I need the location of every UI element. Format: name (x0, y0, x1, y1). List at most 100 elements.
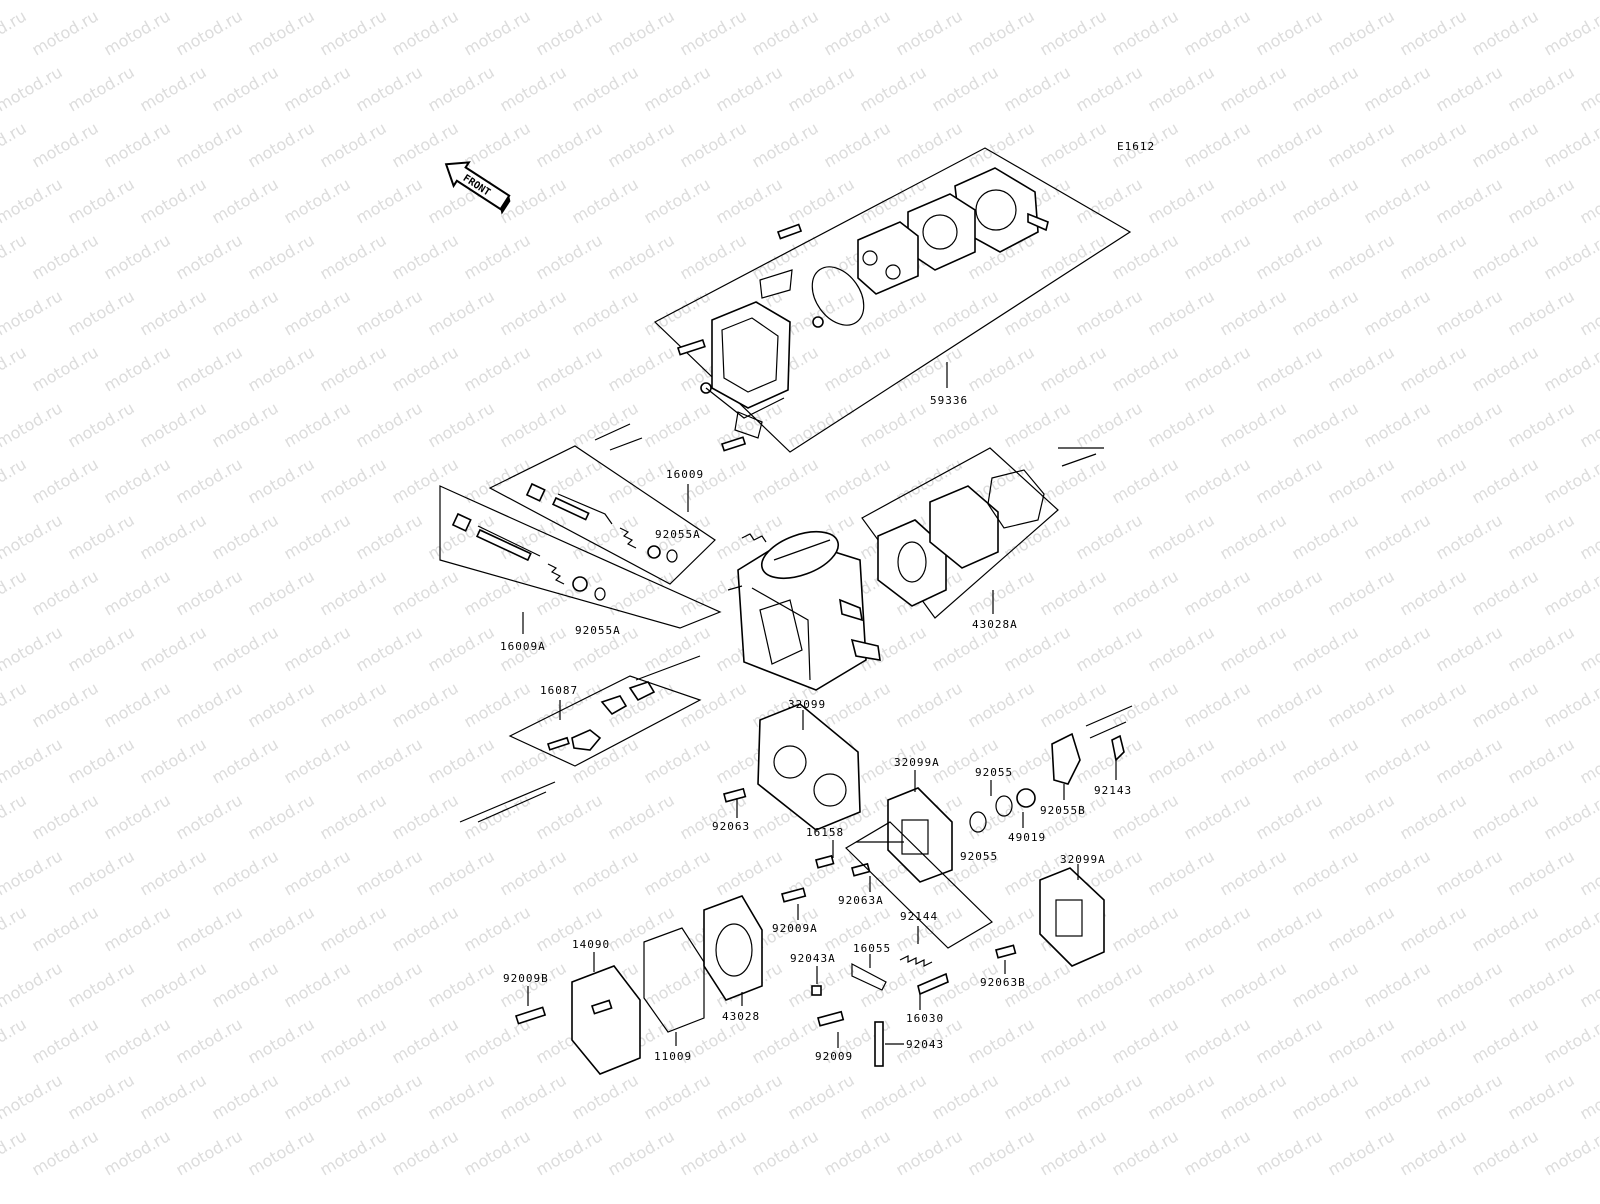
watermark-text: motod.ru (0, 62, 66, 115)
watermark-text: motod.ru (1397, 1014, 1470, 1067)
watermark-text: motod.ru (461, 566, 534, 619)
watermark-text: motod.ru (713, 174, 786, 227)
watermark-text: motod.ru (1037, 118, 1110, 171)
label-92055B: 92055B (1040, 804, 1086, 817)
watermark-text: motod.ru (1037, 1014, 1110, 1067)
watermark-text: motod.ru (1181, 790, 1254, 843)
watermark-text: motod.ru (1397, 678, 1470, 731)
watermark-text: motod.ru (0, 342, 30, 395)
watermark-text: motod.ru (29, 230, 102, 283)
watermark-text: motod.ru (65, 510, 138, 563)
watermark-text: motod.ru (1289, 734, 1362, 787)
watermark-text: motod.ru (1361, 286, 1434, 339)
label-32099: 32099 (788, 698, 826, 711)
watermark-text: motod.ru (173, 1126, 246, 1179)
watermark-text: motod.ru (461, 6, 534, 59)
watermark-text: motod.ru (569, 510, 642, 563)
label-49019: 49019 (1008, 831, 1046, 844)
watermark-text: motod.ru (1505, 510, 1578, 563)
watermark-text: motod.ru (1433, 958, 1506, 1011)
watermark-text: motod.ru (245, 1014, 318, 1067)
watermark-text: motod.ru (533, 230, 606, 283)
watermark-text: motod.ru (281, 1070, 354, 1123)
label-92055A-lower: 92055A (575, 624, 621, 637)
watermark-text: motod.ru (1217, 398, 1290, 451)
watermark-text: motod.ru (0, 566, 30, 619)
watermark-text: motod.ru (1181, 678, 1254, 731)
watermark-text: motod.ru (173, 118, 246, 171)
watermark-text: motod.ru (1253, 902, 1326, 955)
watermark-text: motod.ru (1397, 6, 1470, 59)
watermark-text: motod.ru (749, 230, 822, 283)
watermark-text: motod.ru (1541, 1014, 1600, 1067)
watermark-text: motod.ru (137, 62, 210, 115)
watermark-text: motod.ru (461, 454, 534, 507)
watermark-text: motod.ru (1253, 1126, 1326, 1179)
watermark-text: motod.ru (1289, 286, 1362, 339)
watermark-text: motod.ru (1397, 902, 1470, 955)
watermark-text: motod.ru (1469, 6, 1542, 59)
label-16030: 16030 (906, 1012, 944, 1025)
watermark-text: motod.ru (317, 118, 390, 171)
watermark-text: motod.ru (1181, 342, 1254, 395)
watermark-text: motod.ru (1253, 678, 1326, 731)
watermark-text: motod.ru (533, 6, 606, 59)
label-16009: 16009 (666, 468, 704, 481)
watermark-text: motod.ru (1325, 342, 1398, 395)
watermark-text: motod.ru (1109, 1126, 1182, 1179)
label-92009A: 92009A (772, 922, 818, 935)
watermark-text: motod.ru (641, 286, 714, 339)
watermark-text: motod.ru (209, 174, 282, 227)
watermark-text: motod.ru (677, 230, 750, 283)
watermark-text: motod.ru (173, 790, 246, 843)
watermark-text: motod.ru (1289, 398, 1362, 451)
watermark-text: motod.ru (857, 398, 930, 451)
watermark-text: motod.ru (1073, 0, 1146, 3)
watermark-text: motod.ru (1253, 342, 1326, 395)
watermark-text: motod.ru (1253, 566, 1326, 619)
watermark-text: motod.ru (677, 118, 750, 171)
watermark-text: motod.ru (641, 734, 714, 787)
pump-diaphragm (858, 222, 918, 294)
watermark-text: motod.ru (1145, 286, 1218, 339)
watermark-text: motod.ru (137, 1070, 210, 1123)
diagram-code: E1612 (1117, 140, 1155, 153)
watermark-text: motod.ru (0, 622, 66, 675)
watermark-text: motod.ru (965, 566, 1038, 619)
watermark-text: motod.ru (1361, 1070, 1434, 1123)
plug-cap (1017, 789, 1035, 807)
watermark-text: motod.ru (1577, 174, 1600, 227)
watermark-text: motod.ru (1109, 342, 1182, 395)
watermark-text: motod.ru (101, 1126, 174, 1179)
watermark-text: motod.ru (425, 958, 498, 1011)
watermark-text: motod.ru (533, 342, 606, 395)
watermark-text: motod.ru (1361, 398, 1434, 451)
watermark-text: motod.ru (29, 1126, 102, 1179)
watermark-text: motod.ru (461, 230, 534, 283)
watermark-text: motod.ru (821, 1126, 894, 1179)
watermark-text: motod.ru (0, 1014, 30, 1067)
watermark-text: motod.ru (1397, 118, 1470, 171)
watermark-text: motod.ru (425, 846, 498, 899)
label-92144: 92144 (900, 910, 938, 923)
watermark-text: motod.ru (1073, 622, 1146, 675)
watermark-text: motod.ru (1325, 678, 1398, 731)
watermark-text: motod.ru (569, 846, 642, 899)
watermark-text: motod.ru (281, 846, 354, 899)
label-43028A: 43028A (972, 618, 1018, 631)
watermark-text: motod.ru (425, 734, 498, 787)
cover-14090 (572, 966, 640, 1074)
watermark-text: motod.ru (425, 398, 498, 451)
watermark-text: motod.ru (1433, 510, 1506, 563)
watermark-text: motod.ru (173, 566, 246, 619)
watermark-text: motod.ru (389, 454, 462, 507)
watermark-text: motod.ru (857, 1070, 930, 1123)
watermark-text: motod.ru (1505, 286, 1578, 339)
watermark-text: motod.ru (245, 1126, 318, 1179)
watermark-text: motod.ru (173, 230, 246, 283)
watermark-text: motod.ru (1541, 902, 1600, 955)
watermark-text: motod.ru (65, 174, 138, 227)
watermark-text: motod.ru (209, 734, 282, 787)
watermark-text: motod.ru (101, 678, 174, 731)
watermark-text: motod.ru (317, 1014, 390, 1067)
